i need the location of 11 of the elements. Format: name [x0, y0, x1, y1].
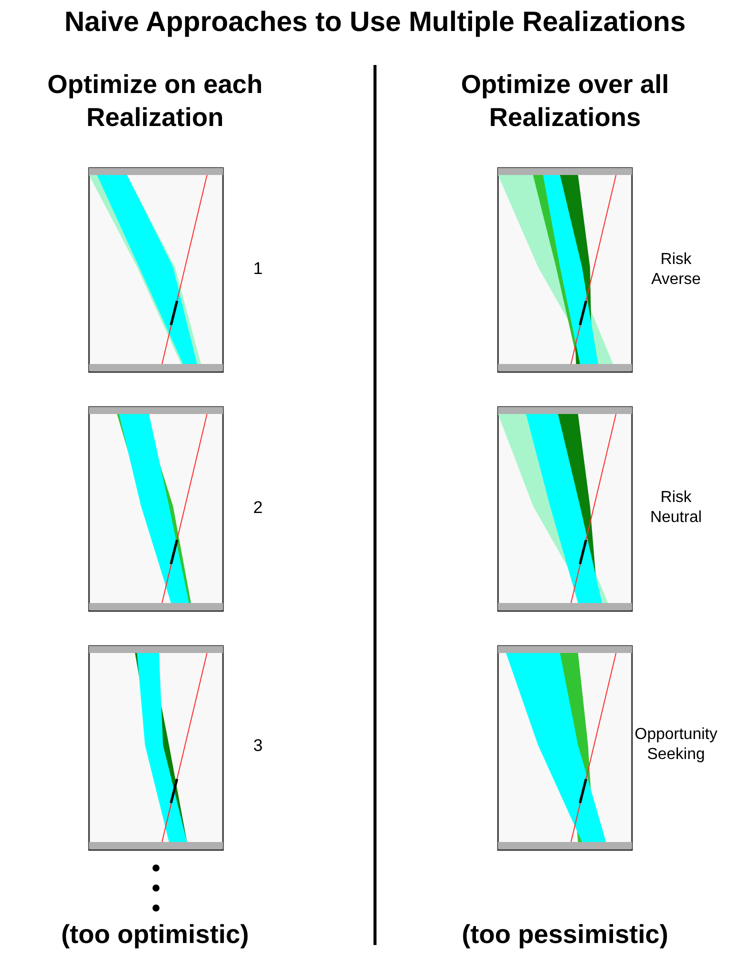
column-heading: Optimize over all Realizations	[460, 68, 670, 133]
column-caption: (too pessimistic)	[460, 918, 670, 950]
panel-label: Risk Averse	[650, 250, 702, 290]
column-heading: Optimize on each Realization	[46, 68, 264, 133]
realization-number: 2	[252, 497, 264, 518]
panel-label: Risk Neutral	[649, 488, 703, 528]
realization-number: 1	[252, 258, 264, 280]
realization-number: 3	[252, 735, 264, 756]
column-caption: (too optimistic)	[60, 918, 250, 950]
figure-title: Naive Approaches to Use Multiple Realizations	[63, 5, 687, 39]
panel-label: Opportunity Seeking	[634, 725, 718, 765]
